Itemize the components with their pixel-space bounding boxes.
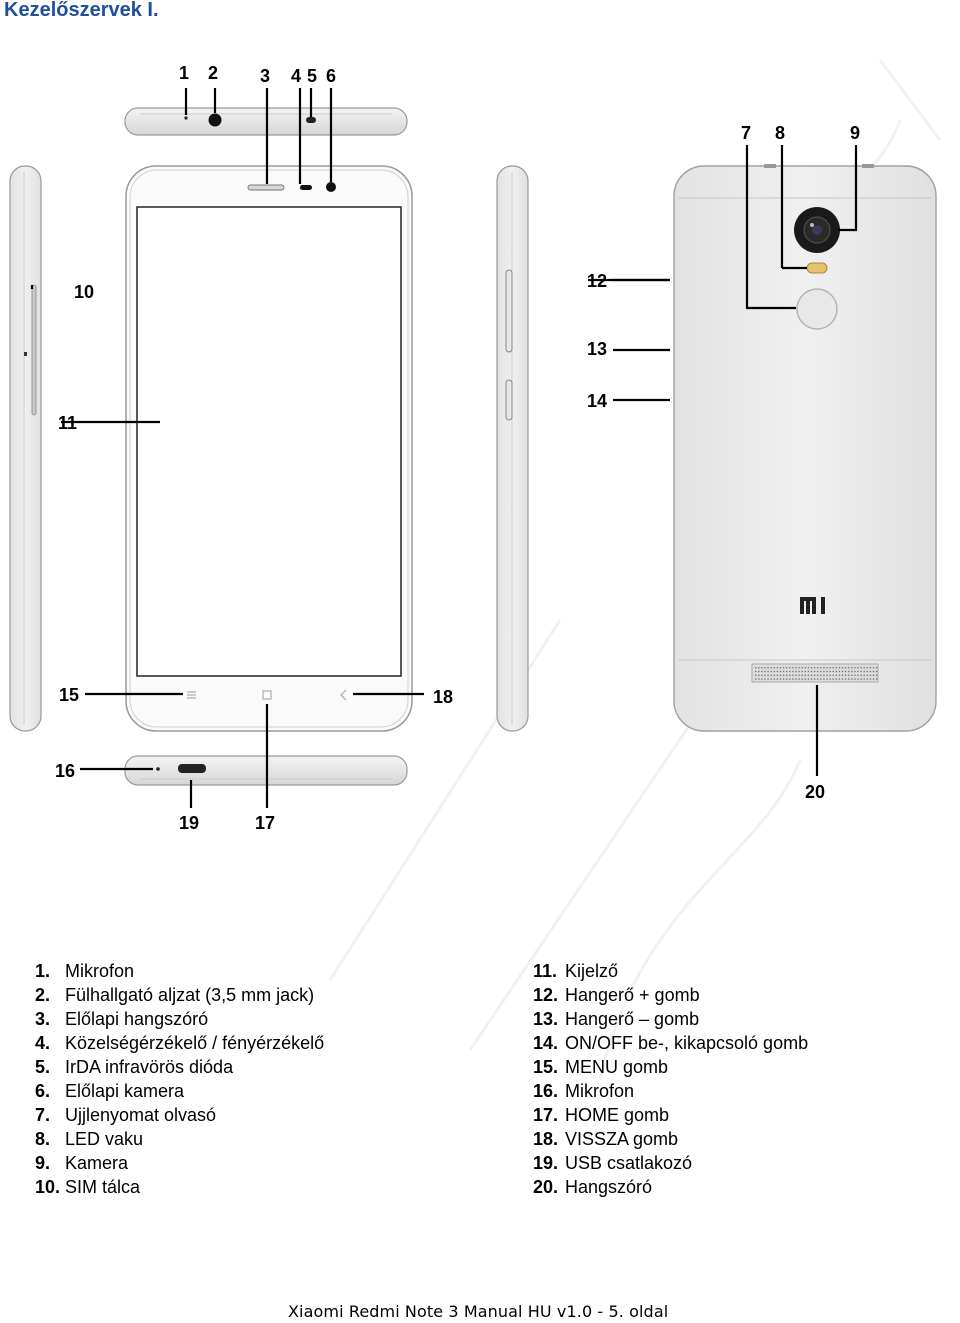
callout-4: 4 xyxy=(291,66,301,86)
callout-2: 2 xyxy=(208,63,218,83)
legend-item: 10.SIM tálca xyxy=(35,1177,141,1197)
callout-6: 6 xyxy=(326,66,336,86)
legend-item: 20.Hangszóró xyxy=(533,1177,653,1197)
page-footer: Xiaomi Redmi Note 3 Manual HU v1.0 - 5. … xyxy=(288,1302,669,1321)
callout-3: 3 xyxy=(260,66,270,86)
legend-item: 9.Kamera xyxy=(35,1153,129,1173)
legend-item: 1.Mikrofon xyxy=(35,961,135,981)
microphone-hole xyxy=(184,116,188,120)
bottom-microphone-hole xyxy=(156,767,160,771)
callout-17: 17 xyxy=(255,813,275,833)
callout-10: 10 xyxy=(74,282,94,302)
front-camera xyxy=(326,182,336,192)
legend-item: 12.Hangerő + gomb xyxy=(533,985,700,1005)
callout-19: 19 xyxy=(179,813,199,833)
callout-5: 5 xyxy=(307,66,317,86)
legend-item: 16.Mikrofon xyxy=(533,1081,635,1101)
legend-item: 15.MENU gomb xyxy=(533,1057,669,1077)
legend-item: 7.Ujjlenyomat olvasó xyxy=(35,1105,217,1125)
earpiece xyxy=(247,184,285,191)
callout-8: 8 xyxy=(775,123,785,143)
ir-diode xyxy=(306,117,316,123)
power-button xyxy=(505,379,513,421)
legend-item: 2.Fülhallgató aljzat (3,5 mm jack) xyxy=(35,985,315,1005)
callout-13: 13 xyxy=(587,339,607,359)
callout-numbers: 1 2 3 4 5 6 7 8 9 10 11 12 13 14 15 16 1… xyxy=(55,63,860,833)
volume-rocker xyxy=(505,269,513,353)
legend-item: 17.HOME gomb xyxy=(533,1105,670,1125)
sim-tray xyxy=(31,284,37,416)
legend-item: 5.IrDA infravörös dióda xyxy=(35,1057,234,1077)
legend-item: 6.Előlapi kamera xyxy=(35,1081,185,1101)
callout-20: 20 xyxy=(805,782,825,802)
headphone-jack xyxy=(208,113,222,127)
callout-14: 14 xyxy=(587,391,607,411)
callout-18: 18 xyxy=(433,687,453,707)
callout-16: 16 xyxy=(55,761,75,781)
legend-item: 8.LED vaku xyxy=(35,1129,144,1149)
phone-right-side xyxy=(496,165,529,732)
callout-11: 11 xyxy=(58,413,77,433)
led-flash xyxy=(806,262,828,274)
proximity-sensor xyxy=(300,185,312,190)
legend-item: 3.Előlapi hangszóró xyxy=(35,1009,209,1029)
speaker-grille xyxy=(751,663,879,683)
speaker-grille-holes xyxy=(755,667,878,680)
leader-lines xyxy=(30,88,858,808)
callout-7: 7 xyxy=(741,123,751,143)
callout-12: 12 xyxy=(587,271,607,291)
legend-item: 14.ON/OFF be-, kikapcsoló gomb xyxy=(533,1033,809,1053)
legend-item: 4.Közelségérzékelő / fényérzékelő xyxy=(35,1033,325,1053)
fingerprint-sensor xyxy=(796,288,838,330)
brand-logo xyxy=(800,597,825,614)
legend-item: 19.USB csatlakozó xyxy=(533,1153,693,1173)
legend-right: 11.Kijelző 12.Hangerő + gomb 13.Hangerő … xyxy=(533,959,808,1199)
legend-item: 13.Hangerő – gomb xyxy=(533,1009,700,1029)
callout-15: 15 xyxy=(59,685,79,705)
page-title: Kezelőszervek I. xyxy=(4,0,159,21)
legend-left: 1.Mikrofon 2.Fülhallgató aljzat (3,5 mm … xyxy=(35,959,324,1199)
phone-back xyxy=(673,164,937,732)
callout-9: 9 xyxy=(850,123,860,143)
usb-port xyxy=(178,764,206,773)
legend-item: 11.Kijelző xyxy=(533,961,619,981)
phone-front xyxy=(125,165,413,732)
phone-left-side xyxy=(9,165,42,732)
legend-item: 18.VISSZA gomb xyxy=(533,1129,679,1149)
display xyxy=(136,206,402,677)
callout-1: 1 xyxy=(179,63,189,83)
